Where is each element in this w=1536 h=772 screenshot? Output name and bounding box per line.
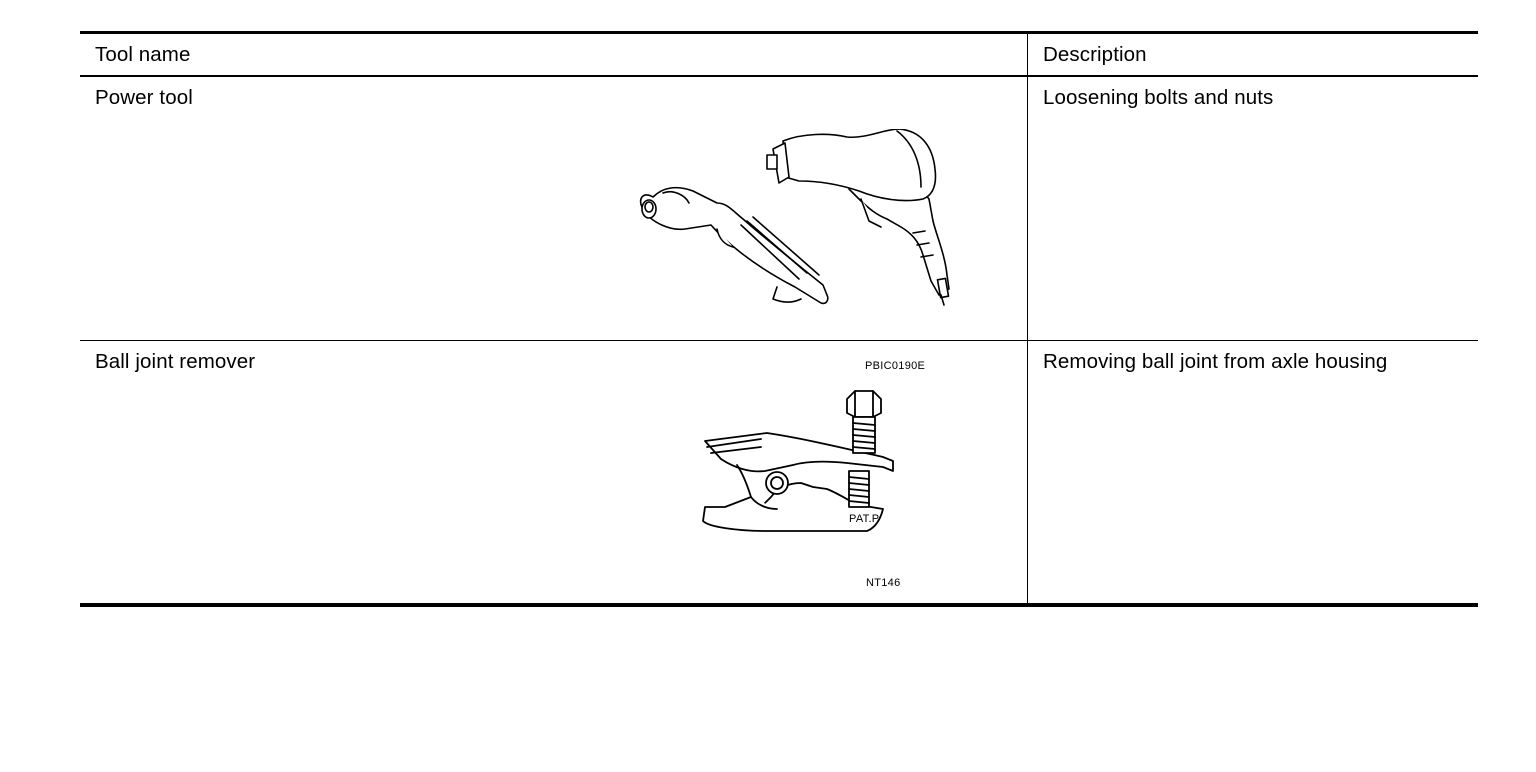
table-row: Power tool [80,76,1478,372]
ratchet-wrench-icon [639,186,829,305]
tool-table: Tool name Description Power tool [80,31,1478,607]
cell-tool-name: Ball joint remover PAT.P N [80,341,1028,603]
header-cell-tool-name: Tool name [80,34,1028,75]
cell-description: Removing ball joint from axle housing [1028,341,1478,603]
description-ball-joint-remover: Removing ball joint from axle housing [1043,350,1388,373]
cell-tool-name: Power tool [80,77,1028,372]
header-description: Description [1043,43,1147,66]
tool-name-ball-joint-remover: Ball joint remover [95,350,256,373]
bolt-icon [846,390,882,508]
header-tool-name: Tool name [95,43,191,66]
table-header-row: Tool name Description [80,34,1478,76]
cell-description: Loosening bolts and nuts [1028,77,1478,340]
table-row: Ball joint remover PAT.P N [80,340,1478,603]
power-tools-illustration [639,129,950,306]
impact-wrench-icon [766,129,950,306]
tool-name-power-tool: Power tool [95,86,193,109]
figure-stamp-pat-p: PAT.P [849,513,880,525]
figure-code-nt146: NT146 [866,577,901,589]
description-power-tool: Loosening bolts and nuts [1043,86,1274,109]
header-cell-description: Description [1028,34,1478,75]
ball-joint-remover-illustration [702,390,894,532]
figure-code-pbic0190e: PBIC0190E [865,360,926,372]
